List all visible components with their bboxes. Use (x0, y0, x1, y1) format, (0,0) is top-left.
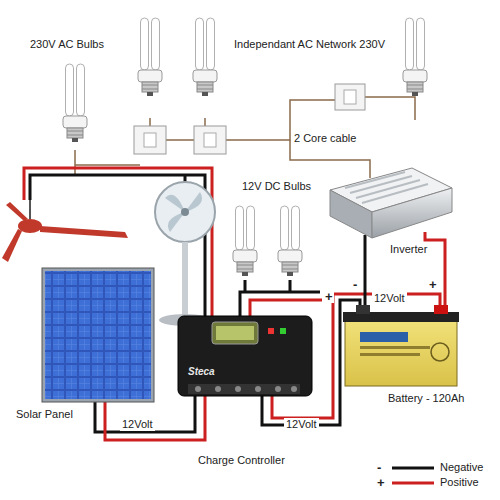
wall-switches (134, 84, 365, 154)
cfl-bulb (278, 206, 302, 276)
polarity-sign: - (352, 278, 358, 291)
group-label: Independant AC Network 230V (232, 38, 387, 51)
polarity-sign: - (376, 461, 382, 474)
cfl-bulb (233, 206, 257, 276)
cfl-bulb (63, 64, 87, 142)
solar-panel (42, 268, 154, 402)
part-label: Battery - 120Ah (386, 392, 466, 405)
legend-text: Negative (438, 461, 485, 474)
polarity-sign: + (324, 290, 334, 303)
group-label: 12V DC Bulbs (240, 180, 313, 193)
voltage-label: 12Volt (372, 292, 407, 305)
ceiling-fan (2, 200, 128, 262)
part-label: Solar Panel (14, 408, 75, 421)
legend-text: Positive (438, 476, 481, 489)
part-label: Charge Controller (196, 454, 287, 467)
cfl-bulb (138, 18, 162, 96)
charge-controller (178, 316, 312, 396)
cfl-bulb (193, 18, 217, 96)
battery (343, 305, 459, 386)
voltage-label: 12Volt (120, 418, 155, 431)
brand-label: Steca (186, 365, 217, 378)
stand-fan (155, 182, 215, 326)
legend-line (392, 480, 434, 486)
group-label: 230V AC Bulbs (28, 38, 106, 51)
polarity-sign: + (376, 476, 386, 489)
polarity-sign: + (428, 278, 438, 291)
voltage-label: 12Volt (284, 418, 319, 431)
part-label: Inverter (388, 243, 429, 256)
inverter-unit (330, 168, 452, 238)
cfl-bulb (403, 18, 427, 96)
cable-label: 2 Core cable (292, 132, 358, 145)
bulbs (63, 18, 427, 276)
legend-line (392, 465, 434, 471)
